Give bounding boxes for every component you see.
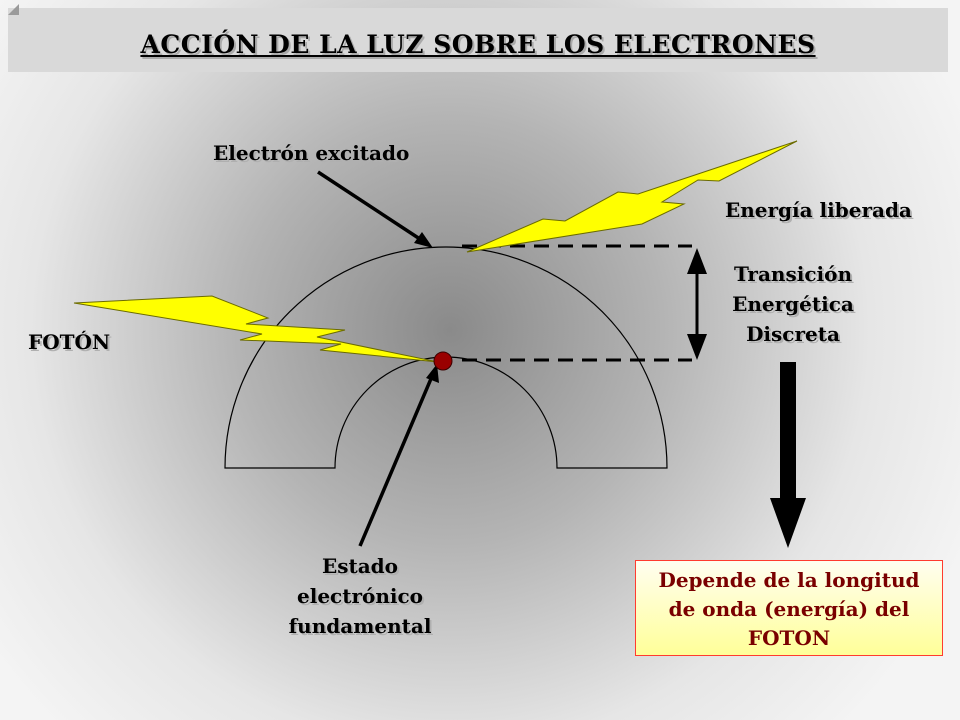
label-ground-line2: electrónico [297,584,423,608]
label-transition: Transición Energética Discreta [713,259,873,349]
title-bar: ACCIÓN DE LA LUZ SOBRE LOS ELECTRONES [8,8,948,72]
label-ground-state: Estado electrónico fundamental [280,551,440,641]
conclusion-line3: FOTON [747,626,831,650]
label-ground-line1: Estado [321,554,399,578]
electron-dot [433,351,453,371]
energy-arch [224,246,668,469]
excited-pointer-head [414,232,433,248]
emission-lightning-icon [466,140,798,253]
transition-arrow-down [687,334,707,360]
label-transition-line2: Energética [732,292,854,316]
photon-lightning-icon [73,295,439,363]
label-excited-electron: Electrón excitado [213,141,410,165]
conclusion-line2: de onda (energía) del [668,597,910,621]
ground-pointer-head [426,364,439,383]
label-transition-line1: Transición [734,262,852,286]
label-transition-line3: Discreta [746,322,840,346]
excited-pointer-arrow [317,170,427,245]
result-arrow-shaft [780,362,796,500]
result-arrow-head [770,498,806,548]
label-energy-released: Energía liberada [725,198,912,222]
label-ground-line3: fundamental [288,614,432,638]
corner-mark [8,4,19,15]
ground-pointer-arrow [358,373,435,547]
slide-title: ACCIÓN DE LA LUZ SOBRE LOS ELECTRONES [140,30,816,59]
transition-arrow-up [687,248,707,274]
conclusion-box: Depende de la longitud de onda (energía)… [635,560,943,656]
conclusion-line1: Depende de la longitud [658,568,920,592]
label-photon: FOTÓN [28,330,111,354]
